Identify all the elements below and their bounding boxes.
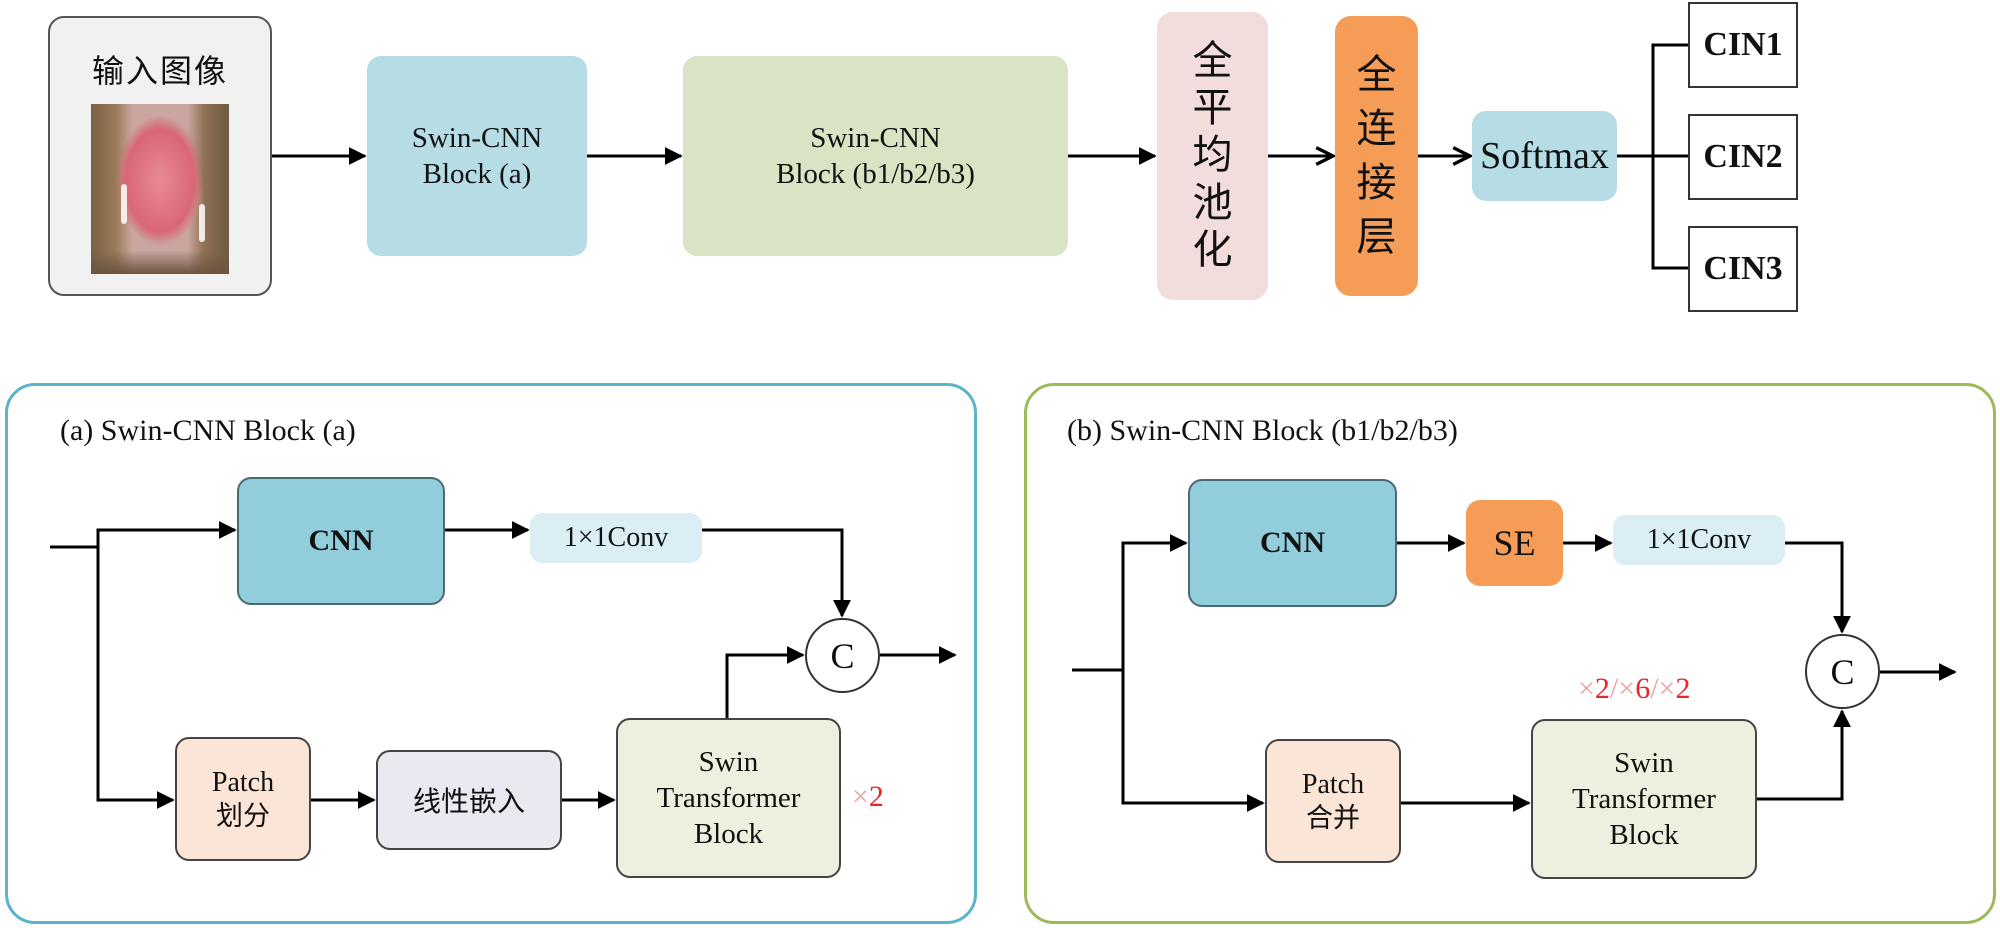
fully-connected-layer-box: 全 连 接 层 <box>1335 16 1418 296</box>
panel-b-cnn-box: CNN <box>1188 479 1397 607</box>
panel-b-se-box: SE <box>1466 500 1563 586</box>
image-highlight-right <box>199 204 205 242</box>
fc-char: 层 <box>1356 214 1397 260</box>
panel-a-swin-transformer-box: Swin Transformer Block <box>616 718 841 878</box>
repeat-number: 2 <box>1675 672 1691 705</box>
swin-line3: Block <box>693 818 764 851</box>
swin-line2: Transformer <box>656 781 801 814</box>
gap-char: 均 <box>1192 132 1233 179</box>
colposcopy-image <box>91 104 229 274</box>
swin-line3: Block <box>1609 819 1679 852</box>
times-sign: × <box>1578 672 1595 705</box>
swin-cnn-block-a-line2: Block (a) <box>422 158 532 190</box>
swin-cnn-block-b-line1: Swin-CNN <box>810 121 941 154</box>
swin-cnn-block-b-line2: Block (b1/b2/b3) <box>776 158 975 190</box>
separator: / <box>1609 672 1619 705</box>
panel-a-cnn-box: CNN <box>237 477 445 605</box>
fc-char: 连 <box>1356 106 1397 152</box>
panel-a-linear-embedding-box: 线性嵌入 <box>376 750 562 850</box>
image-highlight-left <box>121 184 127 224</box>
patch-partition-line2: 划分 <box>216 800 270 832</box>
panel-b-concat-node: C <box>1805 634 1880 709</box>
softmax-box: Softmax <box>1472 111 1617 201</box>
input-image-label: 输入图像 <box>91 52 228 90</box>
swin-cnn-block-b: Swin-CNN Block (b1/b2/b3) <box>683 56 1068 256</box>
panel-a-repeat-count: ×2 <box>852 780 884 814</box>
panel-b-title: (b) Swin-CNN Block (b1/b2/b3) <box>1067 414 1458 447</box>
panel-b-repeat-counts: ×2/×6/×2 <box>1578 672 1690 706</box>
times-sign: × <box>1658 672 1676 705</box>
panel-b-swin-transformer-box: Swin Transformer Block <box>1531 719 1757 879</box>
swin-line2: Transformer <box>1572 782 1716 815</box>
swin-line1: Swin <box>698 745 759 778</box>
fc-char: 全 <box>1356 52 1397 98</box>
panel-b-patch-merging-box: Patch 合并 <box>1265 739 1401 863</box>
panel-a-conv-box: 1×1Conv <box>530 513 702 563</box>
global-average-pooling-box: 全 平 均 池 化 <box>1157 12 1268 300</box>
times-sign: × <box>852 780 869 813</box>
output-cin3: CIN3 <box>1688 226 1798 312</box>
swin-cnn-block-a-line1: Swin-CNN <box>411 121 543 154</box>
output-cin2: CIN2 <box>1688 114 1798 200</box>
repeat-number: 2 <box>1594 672 1610 705</box>
patch-merging-line2: 合并 <box>1306 802 1360 834</box>
input-image-box: 输入图像 <box>48 16 272 296</box>
panel-b-conv-box: 1×1Conv <box>1613 515 1785 565</box>
fc-char: 接 <box>1356 160 1397 206</box>
output-cin1: CIN1 <box>1688 2 1798 88</box>
image-bottom-shade <box>91 250 229 274</box>
gap-char: 平 <box>1192 85 1233 132</box>
branch-to-outputs <box>1651 43 1688 270</box>
patch-partition-line1: Patch <box>211 766 275 798</box>
panel-a-patch-partition-box: Patch 划分 <box>175 737 311 861</box>
panel-a-title: (a) Swin-CNN Block (a) <box>60 414 356 447</box>
swin-cnn-block-a: Swin-CNN Block (a) <box>367 56 587 256</box>
gap-char: 池 <box>1192 179 1233 226</box>
repeat-number: 6 <box>1635 672 1651 705</box>
patch-merging-line1: Patch <box>1301 768 1365 800</box>
separator: / <box>1650 672 1659 705</box>
gap-char: 全 <box>1192 38 1233 85</box>
repeat-number: 2 <box>868 780 884 813</box>
times-sign: × <box>1618 672 1636 705</box>
swin-line1: Swin <box>1614 746 1674 779</box>
gap-char: 化 <box>1192 226 1233 273</box>
panel-a-concat-node: C <box>805 618 880 693</box>
